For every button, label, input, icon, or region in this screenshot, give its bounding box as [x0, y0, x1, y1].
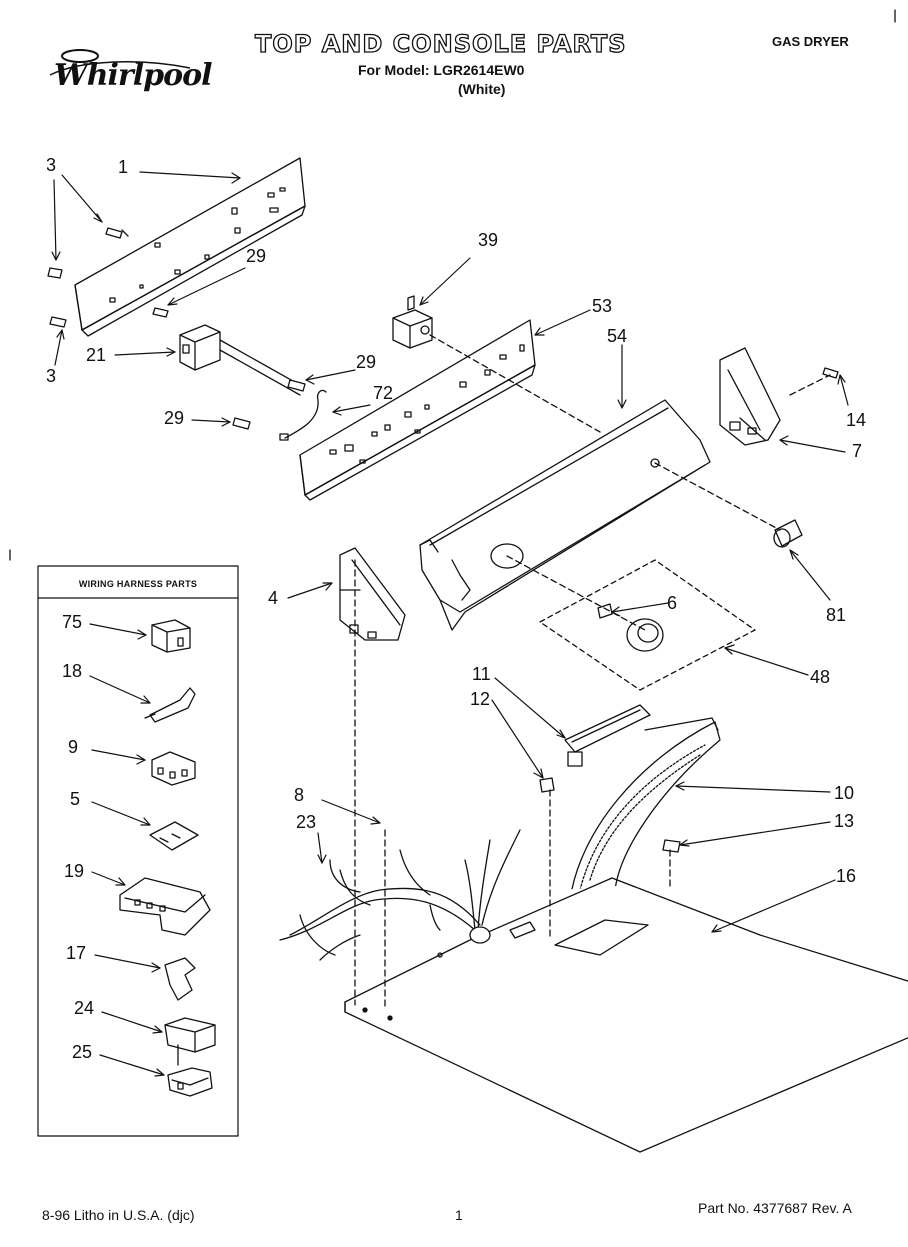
callout-7: 7 [852, 441, 863, 461]
wiring-parts-panel [37, 565, 239, 1137]
callout-8: 8 [294, 785, 305, 805]
callout-21: 21 [86, 345, 107, 365]
callout-53: 53 [592, 296, 613, 316]
part-console-top [419, 399, 711, 631]
callout-19: 19 [64, 861, 85, 881]
part-clip-12 [539, 777, 555, 793]
callout-3b: 3 [46, 366, 57, 386]
callout-23: 23 [296, 812, 317, 832]
part-top-panel [344, 877, 908, 1153]
callout-24: 24 [74, 998, 95, 1018]
callout-6: 6 [667, 593, 678, 613]
callout-12: 12 [470, 689, 491, 709]
brand-logo: Whirlpool [40, 40, 212, 110]
callout-13: 13 [834, 811, 855, 831]
brand-name: Whirlpool [54, 58, 212, 93]
part-console-panel-front [299, 319, 536, 501]
callout-25: 25 [72, 1042, 93, 1062]
callout-81: 81 [826, 605, 847, 625]
callout-29a: 29 [246, 246, 267, 266]
callout-1: 1 [118, 157, 129, 177]
callout-39: 39 [478, 230, 499, 250]
screws [47, 227, 839, 853]
callout-29b: 29 [356, 352, 377, 372]
callout-4: 4 [268, 588, 279, 608]
page-number: 1 [455, 1207, 463, 1223]
callout-10: 10 [834, 783, 855, 803]
part-switch [392, 295, 433, 349]
callout-11: 11 [472, 664, 491, 684]
footer-litho: 8-96 Litho in U.S.A. (djc) [42, 1207, 195, 1223]
part-console-panel-rear [74, 157, 306, 337]
logo-swoosh-icon [49, 49, 191, 76]
assembly-lines [429, 334, 831, 631]
callout-5: 5 [70, 789, 81, 809]
callout-75: 75 [62, 612, 83, 632]
wiring-panel-title: WIRING HARNESS PARTS [78, 579, 198, 589]
part-knob-assembly [539, 559, 756, 691]
callout-54: 54 [607, 326, 628, 346]
part-number: Part No. 4377687 Rev. A [698, 1200, 852, 1216]
callout-18: 18 [62, 661, 83, 681]
part-grommet [773, 519, 803, 548]
callout-72: 72 [373, 383, 394, 403]
part-wire-harness-72 [279, 389, 327, 441]
model-line: For Model: LGR2614EW0 [358, 62, 525, 78]
callout-9: 9 [68, 737, 79, 757]
part-timer [179, 324, 301, 396]
callout-16: 16 [836, 866, 857, 886]
part-vent-louver [569, 717, 721, 901]
callout-48: 48 [810, 667, 831, 687]
callout-14: 14 [846, 410, 867, 430]
callout-3a: 3 [46, 155, 57, 175]
part-side-cap [339, 547, 406, 641]
color-line: (White) [458, 81, 506, 97]
product-type: GAS DRYER [772, 34, 849, 49]
part-bracket [564, 704, 651, 767]
part-end-cap [719, 347, 781, 446]
wiring-harness-23 [279, 559, 671, 1011]
callout-29c: 29 [164, 408, 185, 428]
callout-17: 17 [66, 943, 87, 963]
diagram-title: TOP AND CONSOLE PARTS [254, 29, 627, 58]
leader-arrows [51, 171, 849, 1077]
